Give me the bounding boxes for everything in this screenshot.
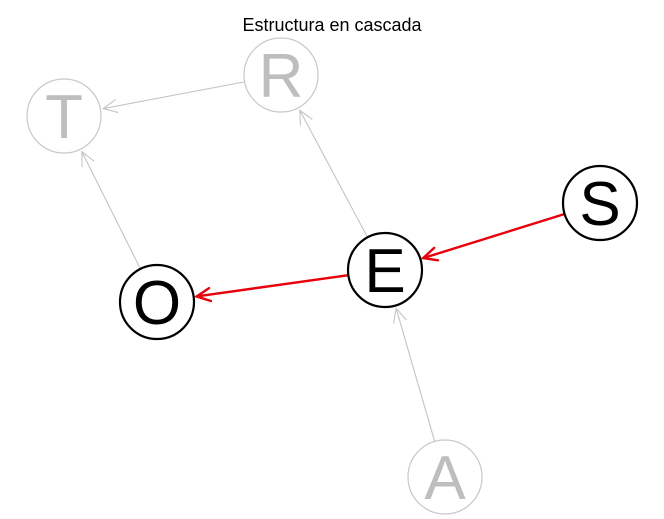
edges-layer (81, 81, 566, 443)
node-A-circle (407, 439, 483, 515)
edge-R-to-T (102, 81, 246, 114)
node-S: S (561, 164, 639, 242)
node-A: A (407, 439, 483, 515)
node-E-label: E (364, 237, 405, 306)
edge-E-to-R (299, 109, 369, 238)
node-R-circle (243, 37, 319, 113)
edge-A-to-E (393, 307, 436, 443)
node-O-label: O (133, 269, 181, 338)
node-O-circle (118, 263, 196, 341)
node-R-label: R (259, 42, 304, 111)
node-R: R (243, 37, 319, 113)
edge-E-to-O (193, 273, 350, 303)
node-S-circle (561, 164, 639, 242)
node-E-circle (346, 231, 424, 309)
nodes-layer: R T S E O A (26, 37, 639, 515)
diagram-title: Estructura en cascada (242, 15, 422, 35)
node-T: T (26, 78, 102, 154)
edge-S-to-E (420, 212, 566, 262)
node-A-label: A (424, 444, 466, 513)
node-S-label: S (579, 170, 620, 239)
node-T-label: T (45, 83, 83, 152)
edge-O-to-T (81, 150, 142, 270)
node-O: O (118, 263, 196, 341)
node-E: E (346, 231, 424, 309)
node-T-circle (26, 78, 102, 154)
